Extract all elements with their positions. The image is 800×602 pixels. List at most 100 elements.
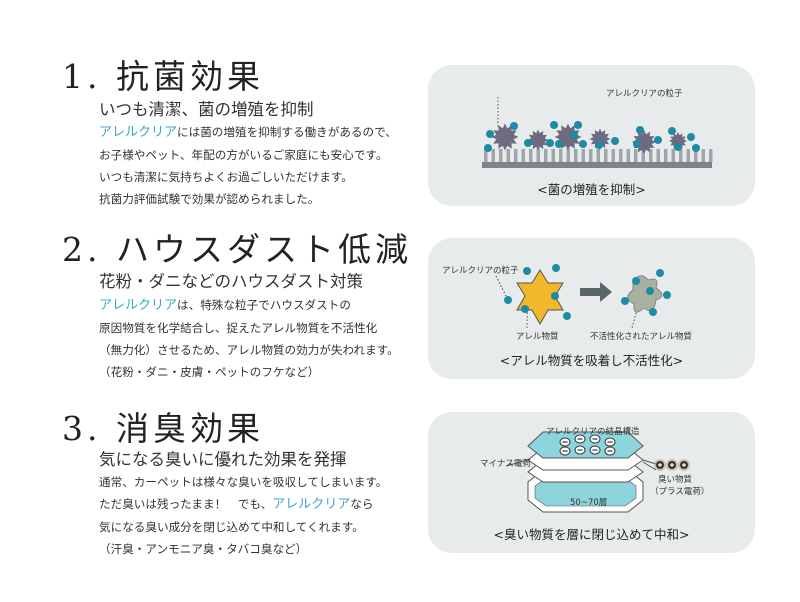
fiber xyxy=(544,149,548,162)
heading-deodorizing: 3. 消臭効果 xyxy=(62,409,264,448)
body-antibacterial: アレルクリアには菌の増殖を抑制する働きがあるので、 お子様やペット、年配の方がい… xyxy=(99,121,397,210)
bacteria-icon xyxy=(589,128,611,150)
label-layers: 50~70層 xyxy=(570,498,608,508)
particle-dot xyxy=(570,131,578,139)
bacteria-illustration xyxy=(482,97,713,168)
label-allergen: アレル物質 xyxy=(516,332,559,342)
body-line: いつも清潔に気持ちよくお過ごしいただけます。 xyxy=(99,170,353,184)
body-line: （無力化）させるため、アレル物質の効力が失われます。 xyxy=(99,343,399,357)
fiber xyxy=(566,149,570,162)
body-line: は、特殊な粒子でハウスダストの xyxy=(177,298,351,312)
particle-dot xyxy=(521,305,529,313)
body-line: には菌の増殖を抑制する働きがあるので、 xyxy=(177,125,397,139)
label-plus-charge: （プラス電荷） xyxy=(650,487,710,497)
bacteria-icon xyxy=(554,123,582,151)
brand-highlight: アレルクリア xyxy=(272,497,351,512)
subtitle-house-dust: 花粉・ダニなどのハウスダスト対策 xyxy=(99,272,363,291)
particle-dot xyxy=(668,127,676,135)
particle-dot xyxy=(574,121,582,129)
fiber xyxy=(671,149,675,162)
diagram-deodorizing: アレルクリアの結晶構造 マイナス電荷 臭い物質 （プラス電荷） 50~70層 <… xyxy=(428,412,755,553)
particle-dot xyxy=(646,287,654,295)
particle-dot xyxy=(633,140,641,148)
fiber xyxy=(536,149,540,162)
fiber xyxy=(559,149,563,162)
fiber xyxy=(656,149,660,162)
particle-dot xyxy=(632,277,640,285)
fiber xyxy=(626,149,630,162)
bacteria-icon xyxy=(491,123,519,151)
brand-highlight: アレルクリア xyxy=(99,298,178,313)
particle-dot xyxy=(656,269,664,277)
fiber xyxy=(491,149,495,162)
fiber xyxy=(641,149,645,162)
body-line: （花粉・ダニ・皮膚・ペットのフケなど） xyxy=(99,365,320,379)
fiber xyxy=(551,149,555,162)
particle-dot xyxy=(563,312,571,320)
body-line: 抗菌力評価試験で効果が認められました。 xyxy=(99,192,320,206)
label-inactivated: 不活性化されたアレル物質 xyxy=(590,332,693,342)
diagram-house-dust: アレルクリアの粒子 アレル物質 不活性化されたアレル物質 <アレル物質を吸着し不… xyxy=(428,238,755,379)
body-line: （汗臭・アンモニア臭・タバコ臭など） xyxy=(99,542,308,556)
heading-house-dust: 2. ハウスダスト低減 xyxy=(62,230,412,269)
fiber xyxy=(521,149,525,162)
fiber xyxy=(604,149,608,162)
particle-dot xyxy=(649,308,657,316)
particle-dot xyxy=(486,130,494,138)
particle-dot xyxy=(621,297,629,305)
fiber xyxy=(499,149,503,162)
fiber xyxy=(611,149,615,162)
body-line: 通常、カーペットは様々な臭いを吸収してしまいます。 xyxy=(99,475,388,489)
crystal-structure-illustration xyxy=(505,431,690,513)
fiber xyxy=(514,149,518,162)
fiber xyxy=(574,149,578,162)
body-line: お子様やペット、年配の方がいるご家庭にも安心です。 xyxy=(99,148,388,162)
particle-dot xyxy=(484,144,492,152)
particle-dot xyxy=(663,291,671,299)
fiber xyxy=(529,149,533,162)
subtitle-deodorizing: 気になる臭いに優れた効果を発揮 xyxy=(99,450,347,469)
label-minus-charge: マイナス電荷 xyxy=(480,459,531,469)
particle-dot xyxy=(546,139,554,147)
particle-dot xyxy=(654,136,662,144)
particle-dot xyxy=(595,141,603,149)
particle-dot xyxy=(611,137,619,145)
body-line: ただ臭いは残ったまま！ でも、 xyxy=(99,497,273,511)
caption-deodorizing: <臭い物質を層に閉じ込めて中和> xyxy=(493,527,690,542)
label-odor: 臭い物質 xyxy=(658,475,693,485)
fiber xyxy=(484,149,488,162)
body-line: なら xyxy=(350,497,374,511)
heading-antibacterial: 1. 抗菌効果 xyxy=(62,57,264,96)
fiber xyxy=(619,149,623,162)
fiber xyxy=(686,149,690,162)
allergen-illustration xyxy=(495,264,671,329)
fiber xyxy=(506,149,510,162)
particle-dot xyxy=(636,126,644,134)
body-line: 気になる臭い成分を閉じ込めて中和してくれます。 xyxy=(99,520,364,534)
body-deodorizing: 通常、カーペットは様々な臭いを吸収してしまいます。 ただ臭いは残ったまま！ でも… xyxy=(99,471,387,560)
body-line: 原因物質を化学結合し、捉えたアレル物質を不活性化 xyxy=(99,321,378,335)
particle-dot xyxy=(687,133,695,141)
particle-dot xyxy=(510,122,518,130)
particle-dot xyxy=(524,139,532,147)
fiber xyxy=(701,149,705,162)
particle-dot xyxy=(579,140,587,148)
fiber xyxy=(649,149,653,162)
fiber xyxy=(596,149,600,162)
label-particle: アレルクリアの粒子 xyxy=(442,266,519,276)
particle-dot xyxy=(552,264,560,272)
fiber xyxy=(694,149,698,162)
particle-dot xyxy=(551,292,559,300)
fiber xyxy=(709,149,713,162)
particle-dot xyxy=(550,121,558,129)
particle-dot xyxy=(555,140,563,148)
bacteria-icon xyxy=(632,130,656,154)
particle-dot xyxy=(504,296,512,304)
particle-dot xyxy=(523,267,531,275)
body-house-dust: アレルクリアは、特殊な粒子でハウスダストの 原因物質を化学結合し、捉えたアレル物… xyxy=(99,294,399,383)
diagram-antibacterial: アレルクリアの粒子 <菌の増殖を抑制> xyxy=(428,65,755,206)
fiber xyxy=(634,149,638,162)
fiber xyxy=(679,149,683,162)
particle-dot xyxy=(692,144,700,152)
fiber xyxy=(589,149,593,162)
